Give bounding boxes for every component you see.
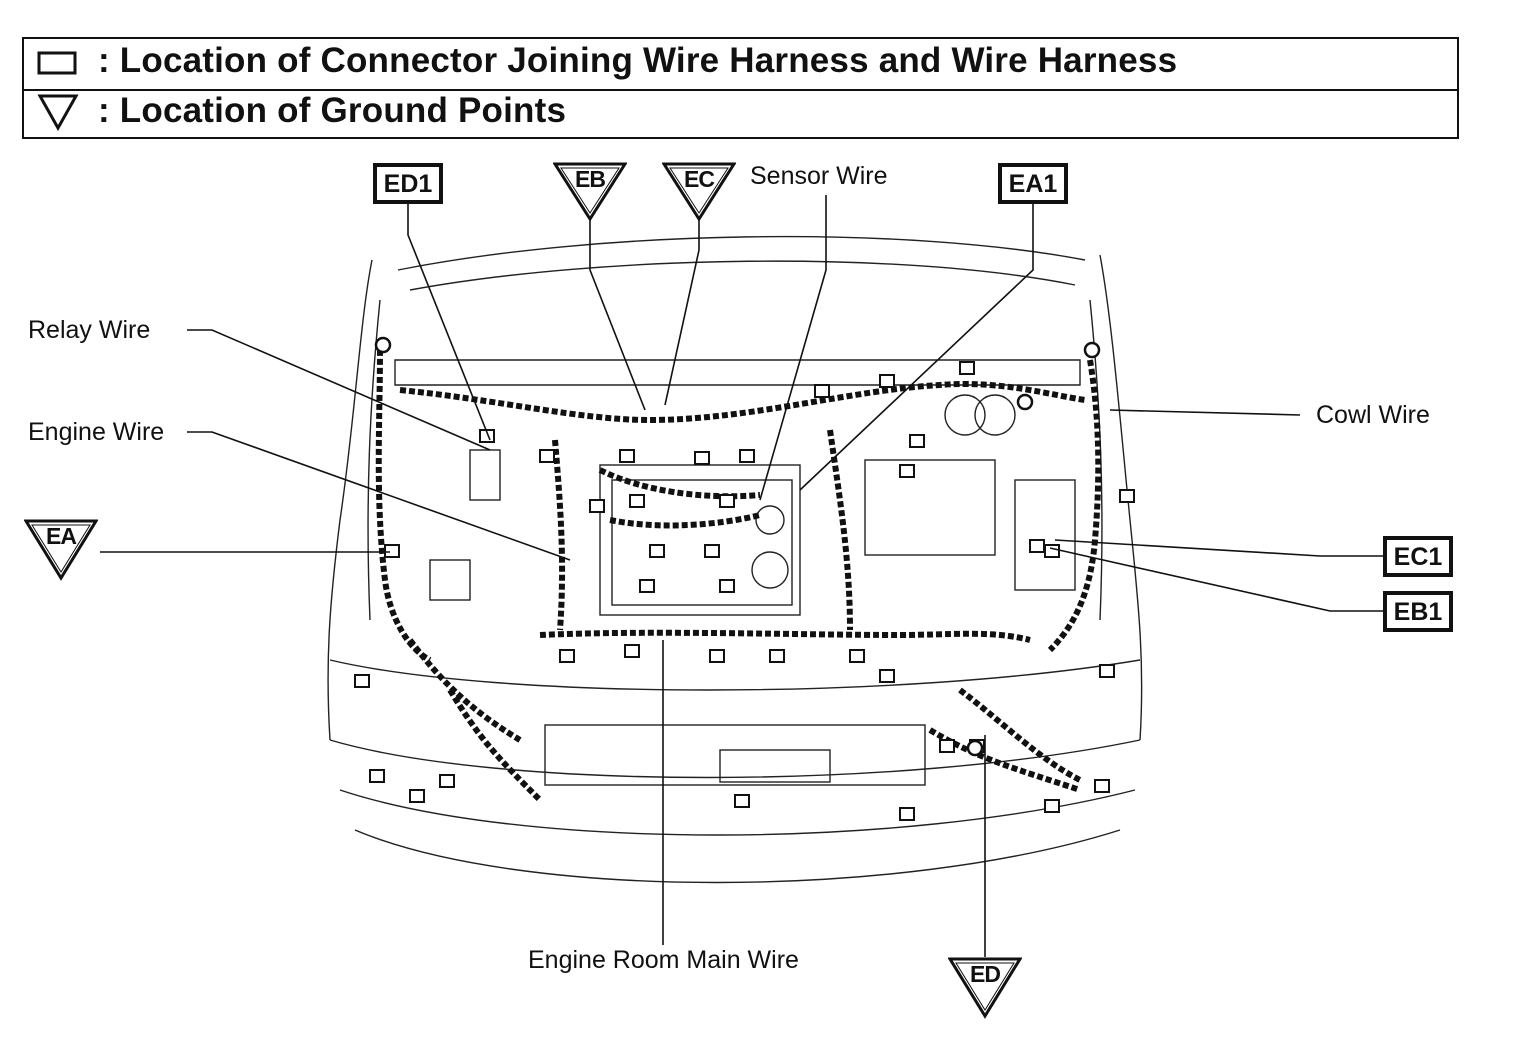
ec1-leader — [1054, 539, 1385, 557]
ground-point-ed: ED — [948, 957, 1022, 1019]
ec-leader — [664, 218, 700, 406]
legend-row-ground: : Location of Ground Points — [24, 89, 1457, 139]
triangle-down-icon — [662, 162, 736, 222]
cowl-wire-leader — [1109, 409, 1301, 416]
ground-point-eb: EB — [553, 162, 627, 222]
engine-wire-leader — [187, 431, 571, 561]
hood-right-edge — [1099, 254, 1143, 741]
ground-point-eb-label: EB — [575, 166, 606, 192]
legend-row-connector: : Location of Connector Joining Wire Har… — [24, 39, 1457, 91]
ground-point-ea-label: EA — [46, 523, 77, 549]
connector-ed1: ED1 — [373, 163, 443, 204]
triangle-down-icon — [553, 162, 627, 222]
legend-box: : Location of Connector Joining Wire Har… — [22, 37, 1459, 139]
ea1-leader — [799, 203, 1034, 491]
connector-ec1-label: EC1 — [1386, 539, 1450, 574]
sensor-wire-label: Sensor Wire — [750, 162, 888, 190]
triangle-down-icon — [37, 94, 79, 131]
rectangle-icon — [37, 51, 77, 75]
ground-point-ec: EC — [662, 162, 736, 222]
eb1-leader — [1049, 547, 1385, 612]
legend-connector-text: : Location of Connector Joining Wire Har… — [98, 41, 1178, 80]
ed1-leader — [407, 203, 491, 441]
sensor-wire-leader — [759, 195, 827, 501]
eb-leader — [589, 215, 646, 411]
legend-ground-text: : Location of Ground Points — [98, 91, 567, 130]
engine-wire-label: Engine Wire — [28, 418, 165, 446]
engine-room-main-wire-label: Engine Room Main Wire — [528, 946, 799, 974]
relay-wire-label: Relay Wire — [28, 316, 151, 344]
hood-left-edge — [327, 259, 373, 741]
triangle-down-icon — [948, 957, 1022, 1019]
ground-point-ea: EA — [24, 519, 98, 581]
ground-point-ec-label: EC — [684, 166, 715, 192]
connector-ec1: EC1 — [1383, 536, 1453, 577]
connector-eb1: EB1 — [1383, 591, 1453, 632]
cowl-wire-left — [375, 349, 432, 663]
cowl-wire-right — [1047, 359, 1102, 653]
connector-ea1-label: EA1 — [1001, 166, 1065, 201]
connector-eb1-label: EB1 — [1386, 594, 1450, 629]
connector-ea1: EA1 — [998, 163, 1068, 204]
connector-ed1-label: ED1 — [376, 166, 440, 201]
triangle-down-icon — [24, 519, 98, 581]
relay-wire-leader — [187, 329, 491, 451]
cowl-wire-label: Cowl Wire — [1316, 401, 1430, 429]
ground-point-ed-label: ED — [970, 961, 1001, 987]
